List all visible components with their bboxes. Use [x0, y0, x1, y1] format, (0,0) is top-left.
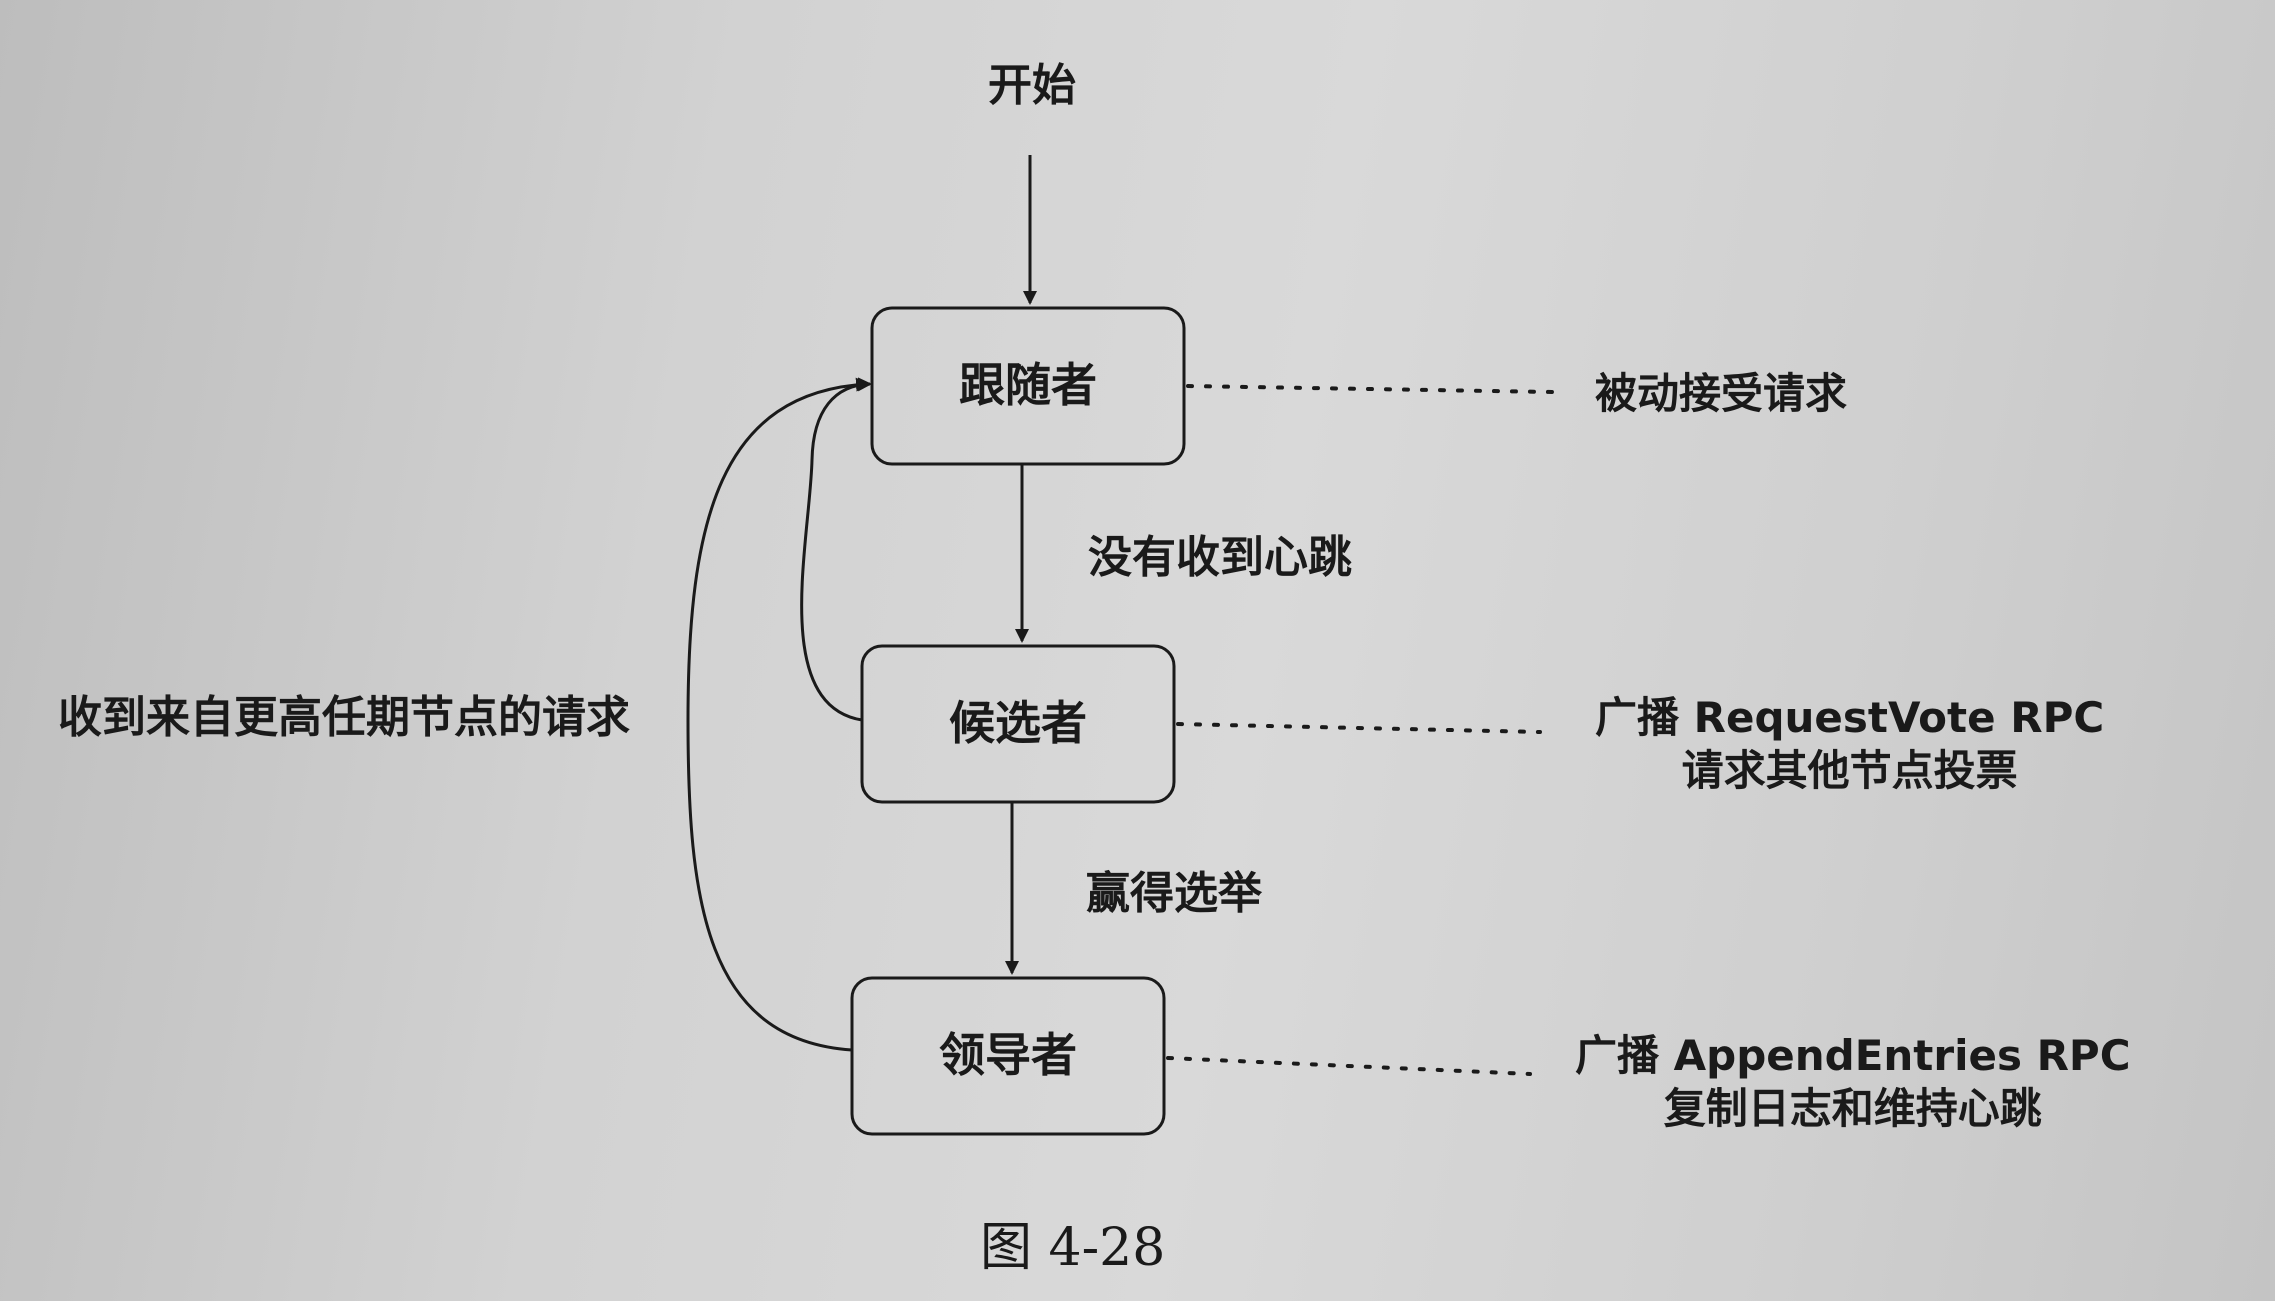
follower-label: 跟随者 [959, 358, 1097, 412]
no-heartbeat-label: 没有收到心跳 [1088, 532, 1352, 583]
candidate-label: 候选者 [949, 696, 1087, 750]
leader-label: 领导者 [939, 1028, 1077, 1082]
candidate-box [860, 644, 1176, 804]
follower-note-line: 被动接受请求 [1595, 369, 1848, 418]
follower-note: 被动接受请求 [1595, 368, 1847, 421]
leader-box [850, 976, 1166, 1136]
follower-note-connector [1186, 384, 1554, 394]
higher-term-label: 收到来自更高任期节点的请求 [58, 692, 630, 743]
win-election-label: 赢得选举 [1086, 868, 1262, 919]
candidate-note: 广播 RequestVote RPC 请求其他节点投票 [1595, 692, 2104, 797]
leader-to-follower-curve [686, 377, 870, 1052]
leader-note-connector [1166, 1056, 1532, 1076]
candidate-note-line: 广播 RequestVote RPC [1595, 693, 2105, 742]
leader-note: 广播 AppendEntries RPC 复制日志和维持心跳 [1575, 1030, 2131, 1135]
follower-box [870, 306, 1186, 466]
candidate-to-follower-curve [800, 377, 872, 722]
leader-note-line: 广播 AppendEntries RPC [1575, 1031, 2131, 1080]
candidate-note-connector [1176, 722, 1542, 734]
start-label: 开始 [988, 60, 1076, 111]
leader-note-line: 复制日志和维持心跳 [1663, 1083, 2042, 1133]
figure-caption: 图 4-28 [980, 1218, 1166, 1278]
candidate-note-line: 请求其他节点投票 [1681, 745, 2018, 795]
